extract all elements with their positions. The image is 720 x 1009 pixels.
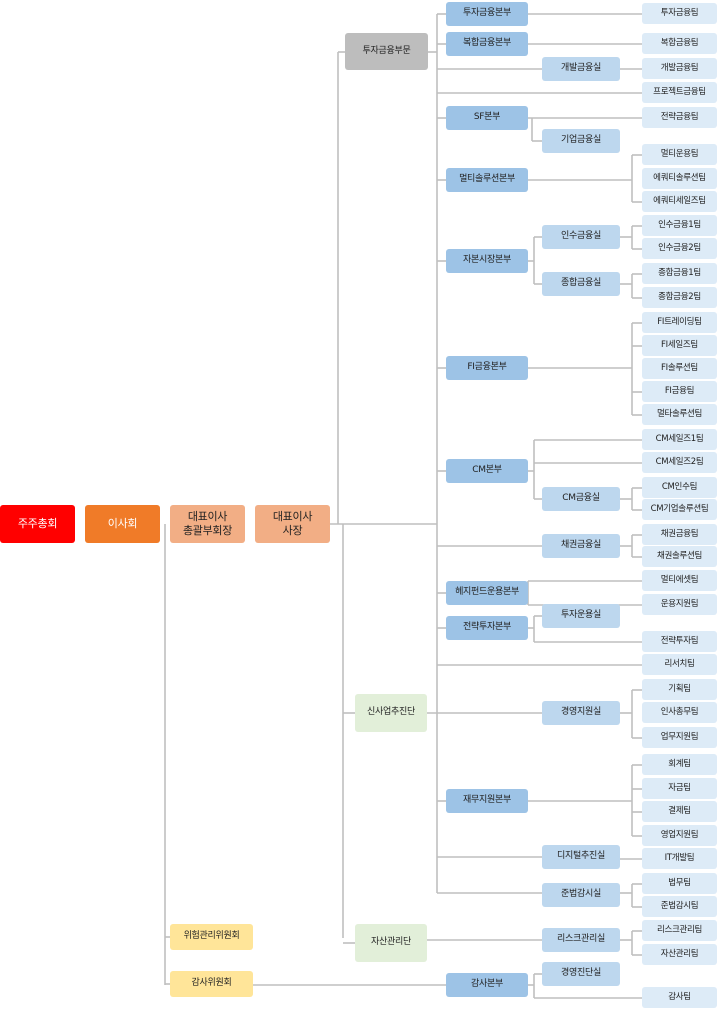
node-hedge-fund-div: 헤지펀드운용본부 <box>446 581 528 605</box>
node-cm-sales2-team: CM세일즈2팀 <box>642 452 717 473</box>
node-accounting-team: 회계팀 <box>642 754 717 775</box>
node-dev-fin-team: 개발금융팀 <box>642 58 717 79</box>
node-inv-group: 투자금융부문 <box>345 33 428 70</box>
node-planning-team: 기획팀 <box>642 679 717 700</box>
node-strat-fin-team: 전략금융팀 <box>642 107 717 128</box>
node-meta-sol-team: 멀타솔루션팀 <box>642 404 717 425</box>
node-audit-team: 감사팀 <box>642 987 717 1008</box>
node-asset-mgmt-team: 자산관리팀 <box>642 944 717 965</box>
node-cm-div: CM본부 <box>446 459 528 483</box>
node-hr-general-team: 인사총무팀 <box>642 702 717 723</box>
node-fi-fin-div: FI금융본부 <box>446 356 528 380</box>
node-shareholders: 주주총회 <box>0 505 75 543</box>
node-legal-team: 법무팀 <box>642 873 717 894</box>
node-inv-ops-dept: 투자운용실 <box>542 604 620 628</box>
node-risk-mgmt-dept: 리스크관리실 <box>542 928 620 952</box>
node-funding-team: 자금팀 <box>642 778 717 799</box>
node-fi-sol-team: FI솔루션팀 <box>642 358 717 379</box>
node-asset-mgmt: 자산관리단 <box>355 924 427 962</box>
node-bond-sol-team: 채권솔루션팀 <box>642 546 717 567</box>
node-ops-support-team: 운용지원팀 <box>642 594 717 615</box>
node-acq-fin-team1: 인수금융1팀 <box>642 215 717 236</box>
node-mgmt-support-dept: 경영지원실 <box>542 701 620 725</box>
node-fi-trading-team: FI트레이딩팀 <box>642 312 717 333</box>
node-audit-committee: 감사위원회 <box>170 971 253 997</box>
node-inv-fin-team: 투자금융팀 <box>642 3 717 24</box>
node-fi-fin-team: FI금융팀 <box>642 381 717 402</box>
node-board: 이사회 <box>85 505 160 543</box>
node-finance-support-div: 재무지원본부 <box>446 789 528 813</box>
node-president: 대표이사 사장 <box>255 505 330 543</box>
node-mgmt-diag-dept: 경영진단실 <box>542 962 620 986</box>
node-compliance-team: 준법감시팀 <box>642 896 717 917</box>
node-project-fin-team: 프로젝트금융팀 <box>642 82 717 103</box>
node-acq-fin-team2: 인수금융2팀 <box>642 238 717 259</box>
node-research-team: 리서치팀 <box>642 654 717 675</box>
node-acq-fin-dept: 인수금융실 <box>542 225 620 249</box>
node-equity-sol-team: 에쿼티솔루션팀 <box>642 168 717 189</box>
node-corp-fin-dept: 기업금융실 <box>542 129 620 153</box>
node-multi-sol-div: 멀티솔루션본부 <box>446 168 528 192</box>
node-risk-committee: 위험관리위원회 <box>170 924 253 950</box>
node-capital-mkt-div: 자본시장본부 <box>446 249 528 273</box>
node-risk-mgmt-team: 리스크관리팀 <box>642 920 717 941</box>
node-compliance-dept: 준법감시실 <box>542 883 620 907</box>
node-strat-inv-team: 전략투자팀 <box>642 631 717 652</box>
node-new-biz: 신사업추진단 <box>355 694 427 732</box>
node-fi-sales-team: FI세일즈팀 <box>642 335 717 356</box>
node-bond-fin-team: 채권금융팀 <box>642 524 717 545</box>
node-inv-fin-div: 투자금융본부 <box>446 2 528 26</box>
node-chairman: 대표이사 총괄부회장 <box>170 505 245 543</box>
node-complex-fin-team: 복합금융팀 <box>642 33 717 54</box>
node-sales-support-team: 영업지원팀 <box>642 825 717 846</box>
node-bond-fin-dept: 채권금융실 <box>542 534 620 558</box>
node-gen-fin-dept: 종합금융실 <box>542 272 620 296</box>
node-multi-asset-team: 멀티에셋팀 <box>642 570 717 591</box>
node-settlement-team: 결제팀 <box>642 801 717 822</box>
node-cm-acq-team: CM인수팀 <box>642 477 717 498</box>
node-dev-fin-dept: 개발금융실 <box>542 57 620 81</box>
node-gen-fin-team2: 종합금융2팀 <box>642 287 717 308</box>
node-multi-ops-team: 멀티운용팀 <box>642 144 717 165</box>
node-sf-div: SF본부 <box>446 106 528 130</box>
node-digital-dept: 디지털추진실 <box>542 845 620 869</box>
node-complex-fin-div: 복합금융본부 <box>446 32 528 56</box>
node-biz-support-team: 업무지원팀 <box>642 727 717 748</box>
node-equity-sales-team: 에쿼티세일즈팀 <box>642 191 717 212</box>
node-cm-sales1-team: CM세일즈1팀 <box>642 429 717 450</box>
node-cm-corp-sol-team: CM기업솔루션팀 <box>642 499 717 520</box>
node-it-dev-team: IT개발팀 <box>642 848 717 869</box>
node-strat-inv-div: 전략투자본부 <box>446 616 528 640</box>
node-audit-div: 감사본부 <box>446 973 528 997</box>
node-cm-fin-dept: CM금융실 <box>542 487 620 511</box>
node-gen-fin-team1: 종합금융1팀 <box>642 263 717 284</box>
